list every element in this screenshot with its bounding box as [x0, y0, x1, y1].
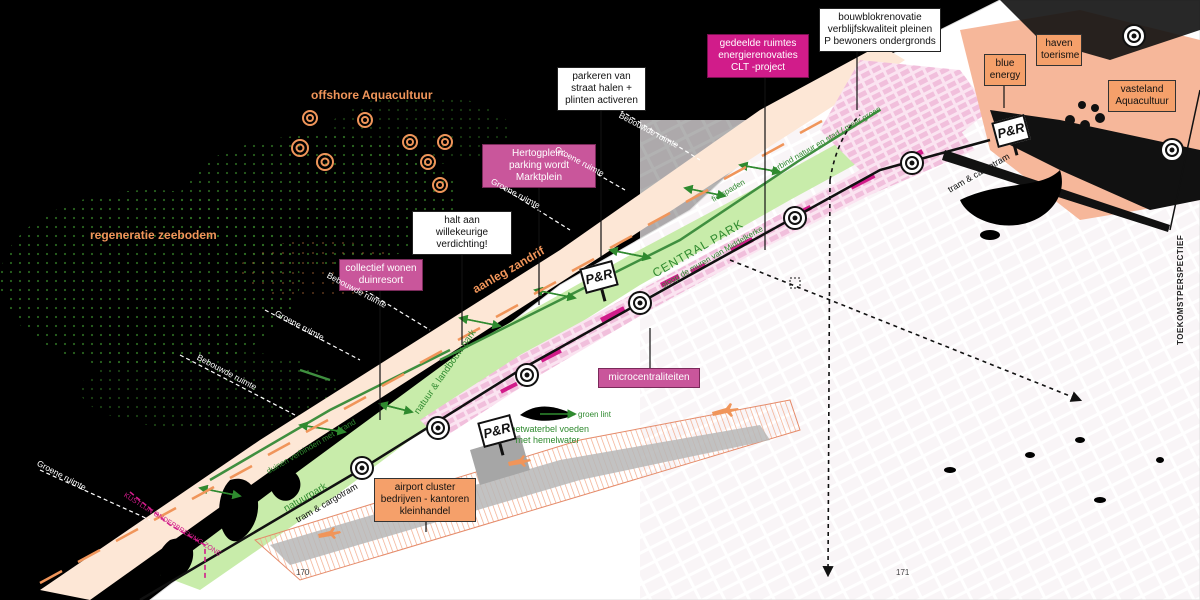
groen-lint-label: groen lint [578, 410, 611, 419]
label-line: verdichting! [436, 239, 488, 250]
airport-runway [270, 425, 770, 565]
label-microcentraliteiten: microcentraliteiten [598, 368, 700, 388]
heading-offshore: offshore Aquacultuur [311, 88, 433, 102]
label-gedeelde-ruimtes: gedeelde ruimtes energierenovaties CLT -… [707, 34, 809, 78]
label-parkeren: parkeren van straat halen + plinten acti… [557, 67, 646, 111]
pink-development-east [820, 60, 990, 170]
pr-text: P&R [481, 419, 513, 442]
page-number-left: 170 [296, 568, 310, 577]
label-line: energierenovaties [718, 50, 798, 61]
label-line: parkeren van [572, 71, 631, 82]
label-line: straat halen + [571, 83, 632, 94]
label-halt: halt aan willekeurige verdichting! [412, 211, 512, 255]
label-line: P bewoners ondergronds [824, 36, 936, 47]
label-line: toerisme [1041, 50, 1080, 61]
groynes [39, 119, 823, 585]
coastline-break-zone [129, 491, 206, 578]
pink-development [420, 130, 975, 440]
airplane-icons [318, 403, 739, 539]
frame-line [1169, 89, 1200, 231]
label-line: Hertogplein: [512, 148, 566, 159]
zoetwater-line: zoetwaterbel voeden [506, 424, 590, 434]
beach-strip [40, 45, 905, 600]
harbour-water [1000, 0, 1200, 60]
focus-square [789, 277, 801, 289]
label-line: airport cluster [394, 482, 456, 493]
page-number-right: 171 [896, 568, 910, 577]
green-double-arrows [198, 161, 782, 500]
label-line: microcentraliteiten [608, 372, 690, 383]
direction-arrows [729, 114, 1083, 578]
label-vasteland-aquacultuur: vasteland Aquacultuur [1108, 80, 1176, 112]
label-line: CLT -project [730, 62, 786, 73]
tram-line [139, 138, 991, 600]
strip-guides [39, 109, 701, 521]
zoetwater-line: met hemelwater [515, 435, 580, 445]
label-collectief-wonen: collectief wonen duinresort [339, 259, 423, 291]
label-line: plinten activeren [565, 95, 638, 106]
label-line: haven [1045, 38, 1073, 49]
land-blobs [157, 170, 1164, 581]
label-line: kleinhandel [399, 506, 451, 517]
leader-lines [379, 52, 1005, 532]
label-airport-cluster: airport cluster bedrijven - kantoren kle… [374, 478, 476, 522]
green-routes [209, 108, 881, 482]
pr-text: P&R [995, 119, 1027, 142]
harbour-dark-blobs [1065, 101, 1105, 130]
label-line: energy [989, 70, 1021, 81]
label-line: bedrijven - kantoren [380, 494, 470, 505]
harbour-quays [990, 110, 1200, 210]
aquaculture-rings [291, 110, 453, 193]
label-line: gedeelde ruimtes [719, 38, 797, 49]
centrality-targets [350, 24, 1184, 480]
label-line: Aquacultuur [1115, 96, 1169, 107]
label-line: collectief wonen [345, 263, 417, 274]
label-bouwblokrenovatie: bouwblokrenovatie verblijfskwaliteit ple… [819, 8, 941, 52]
label-line: bouwblokrenovatie [838, 12, 922, 23]
zoetwater-label: zoetwaterbel voeden met hemelwater [506, 424, 589, 446]
label-line: blue [995, 58, 1015, 69]
label-blue-energy: blue energy [984, 54, 1026, 86]
label-line: duinresort [358, 275, 404, 286]
label-haven-toerisme: haven toerisme [1036, 34, 1082, 66]
heading-regeneratie: regeneratie zeebodem [90, 228, 217, 242]
label-line: verblijfskwaliteit pleinen [827, 24, 933, 35]
label-hertogplein: Hertogplein: parking wordt Marktplein [482, 144, 596, 188]
label-line: parking wordt Marktplein [508, 160, 570, 183]
pr-text: P&R [583, 265, 615, 288]
side-title: TOEKOMSTPERSPECTIEF [1176, 234, 1185, 345]
green-corridor [160, 120, 900, 590]
label-line: vasteland [1120, 84, 1164, 95]
label-line: halt aan willekeurige [435, 215, 489, 238]
